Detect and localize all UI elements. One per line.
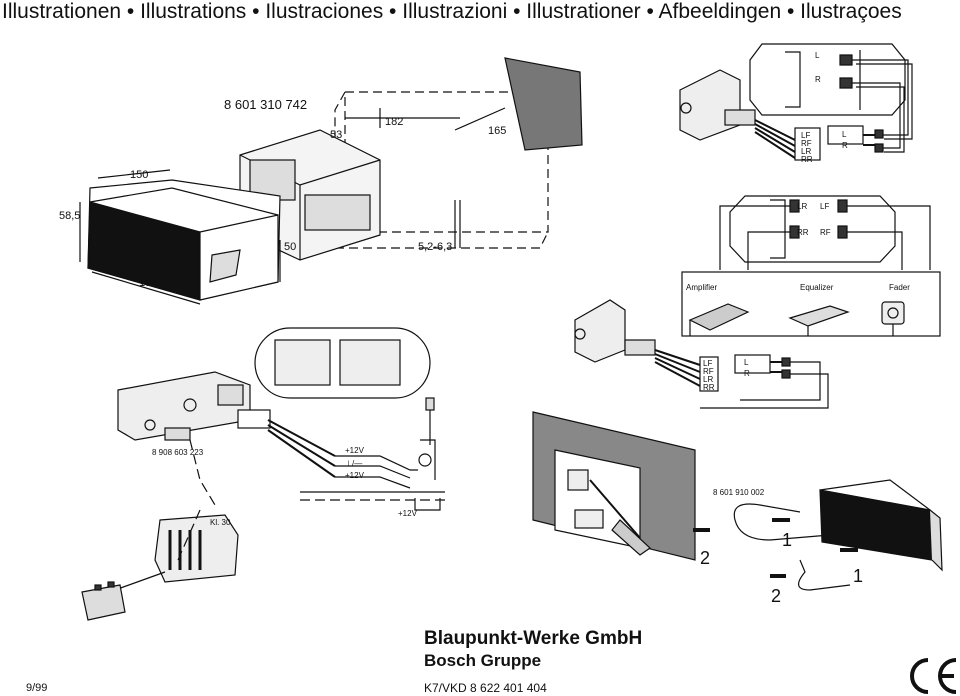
cable-number-label: 8 908 603 223 [152,448,204,457]
radio-rear [117,371,271,441]
ce-mark-icon [910,658,957,694]
mid-rf-label: RF [703,367,714,376]
car-rf-label: RF [820,228,831,237]
mid-l-label: L [744,358,749,367]
tool-number-label: 8 601 910 002 [713,488,765,497]
part-number-label: 8 601 310 742 [224,97,307,112]
dashboard-panel [504,57,583,151]
dim-182: 182 [385,116,403,128]
antenna-12v-label: +12V [398,509,418,518]
step-2-label-b: 2 [771,586,781,606]
ground-label: ⊥/— [345,459,362,468]
antenna [418,397,436,480]
mid-lr-label: LR [703,375,713,384]
dim-165: 165 [488,125,506,137]
conn-rr-label: RR [801,155,813,164]
components-panel [681,271,941,337]
connector-detail-bubble [254,327,431,399]
car-top-right [749,43,906,116]
plus12v-label: +12V [345,446,365,455]
dashboard-removal [532,411,696,561]
publish-date: 9/99 [26,682,48,694]
speaker-r-label: R [815,75,821,84]
iso-connector-mid [574,299,791,392]
step-2-label-a: 2 [700,548,710,568]
conn-l-label: L [842,130,847,139]
speaker-l-label: L [815,51,820,60]
amplifier-label: Amplifier [686,283,717,292]
conn-lr-label: LR [801,147,811,156]
car-lf-label: LF [820,202,829,211]
car-lr-label: LR [797,202,807,211]
conn-rf-label: RF [801,139,812,148]
step-1-label-a: 1 [782,530,792,550]
car-rr-label: RR [797,228,809,237]
mid-r-label: R [744,369,750,378]
company-name: Blaupunkt-Werke GmbH [424,628,643,649]
page-title: Illustrationen • Illustrations • Ilustra… [2,0,902,23]
step-1-label-b: 1 [853,566,863,586]
conn-r-label: R [842,141,848,150]
car-four-speaker [729,195,896,263]
fader-label: Fader [889,283,910,292]
dim-5-2-6-3: 5,2-6,3 [418,241,452,253]
battery [81,581,126,621]
conn-lf-label: LF [801,131,810,140]
kl30-label: Kl. 30 [210,518,231,527]
equalizer-label: Equalizer [800,283,834,292]
iso-connector-top [679,69,884,161]
dim-50: 50 [284,241,296,253]
removal-tool [819,479,943,572]
dim-58-5: 58,5 [59,210,80,222]
mid-lf-label: LF [703,359,712,368]
switched-12v-label: +12V [345,471,365,480]
document-number: K7/VKD 8 622 401 404 [424,681,547,695]
dim-188: 188 [139,277,157,289]
radio-unit [87,179,281,301]
company-group: Bosch Gruppe [424,651,542,670]
mid-rr-label: RR [703,383,715,392]
dim-53: 53 [330,129,342,141]
fuse-block [154,514,239,583]
dim-150: 150 [130,169,148,181]
